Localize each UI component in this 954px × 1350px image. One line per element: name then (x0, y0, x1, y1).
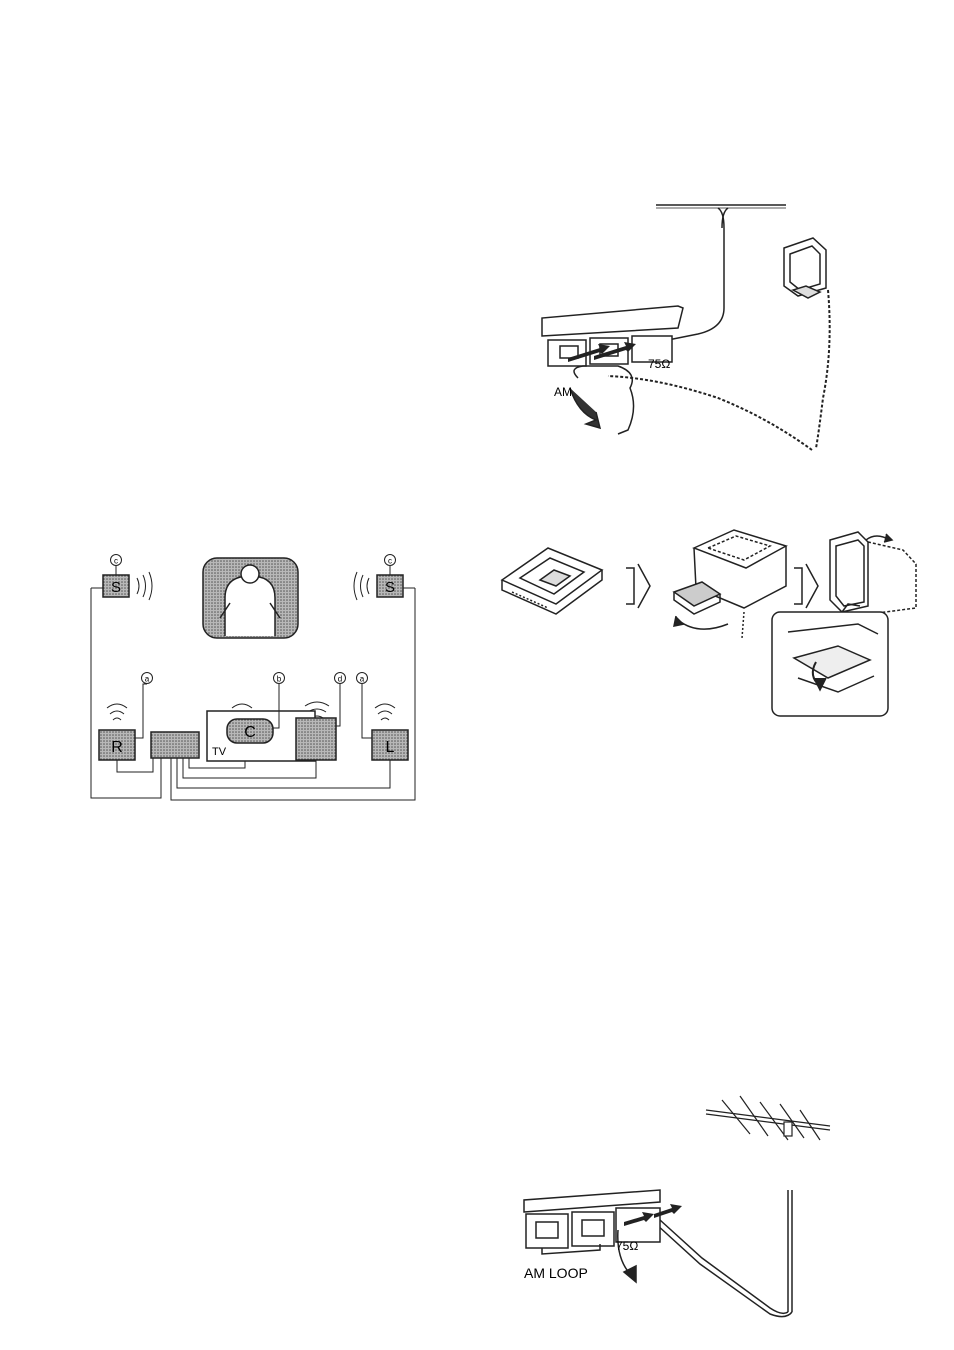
subwoofer (296, 684, 340, 760)
receiver-unit (151, 732, 199, 758)
am-terminal-label: AM (554, 385, 572, 399)
am-loop-unfold-icon (674, 530, 786, 638)
svg-text:a: a (360, 675, 365, 684)
svg-text:a: a (145, 675, 150, 684)
am-loop-standing-icon (830, 532, 916, 614)
speaker-letter: S (111, 579, 121, 596)
am-loop-folded-icon (502, 548, 602, 614)
outdoor-fm-antenna-icon (706, 1096, 830, 1140)
speaker-letter: S (385, 579, 395, 596)
surround-speaker-left: S c (103, 555, 152, 601)
marker-a-right: a (357, 673, 368, 684)
marker-c: c (114, 557, 118, 566)
svg-text:d: d (338, 675, 342, 684)
svg-text:b: b (277, 675, 282, 684)
tv-label: TV (212, 746, 227, 758)
front-speaker-right: R (99, 684, 147, 760)
surround-speaker-right: S c (354, 555, 403, 601)
front-speaker-left: L (362, 684, 408, 760)
speaker-letter: L (386, 739, 395, 756)
am-loop-terminal-label: AM LOOP (524, 1265, 588, 1281)
speaker-letter: C (244, 724, 256, 741)
marker-a-left: a (142, 673, 153, 684)
impedance-label: 75Ω (648, 357, 670, 371)
impedance-label: 75Ω (616, 1239, 638, 1253)
speaker-layout-diagram: S c S c a b d a R (85, 548, 420, 803)
outdoor-antenna-connection-diagram: AM LOOP 75Ω (520, 1082, 842, 1322)
am-loop-assembly-steps (498, 528, 923, 718)
marker-b: b (274, 673, 285, 684)
am-loop-antenna-connection-diagram: AM 75Ω (538, 198, 838, 456)
speaker-letter: R (111, 739, 123, 756)
listener-seat-icon (203, 558, 298, 638)
step-arrow-icon (626, 564, 650, 608)
marker-c: c (388, 557, 392, 566)
stand-clip-detail-inset (772, 604, 888, 716)
hand-pressing-lever-icon (570, 366, 634, 434)
receiver-back-panel (524, 1190, 660, 1254)
marker-d: d (335, 673, 346, 684)
step-arrow-icon (794, 564, 818, 608)
